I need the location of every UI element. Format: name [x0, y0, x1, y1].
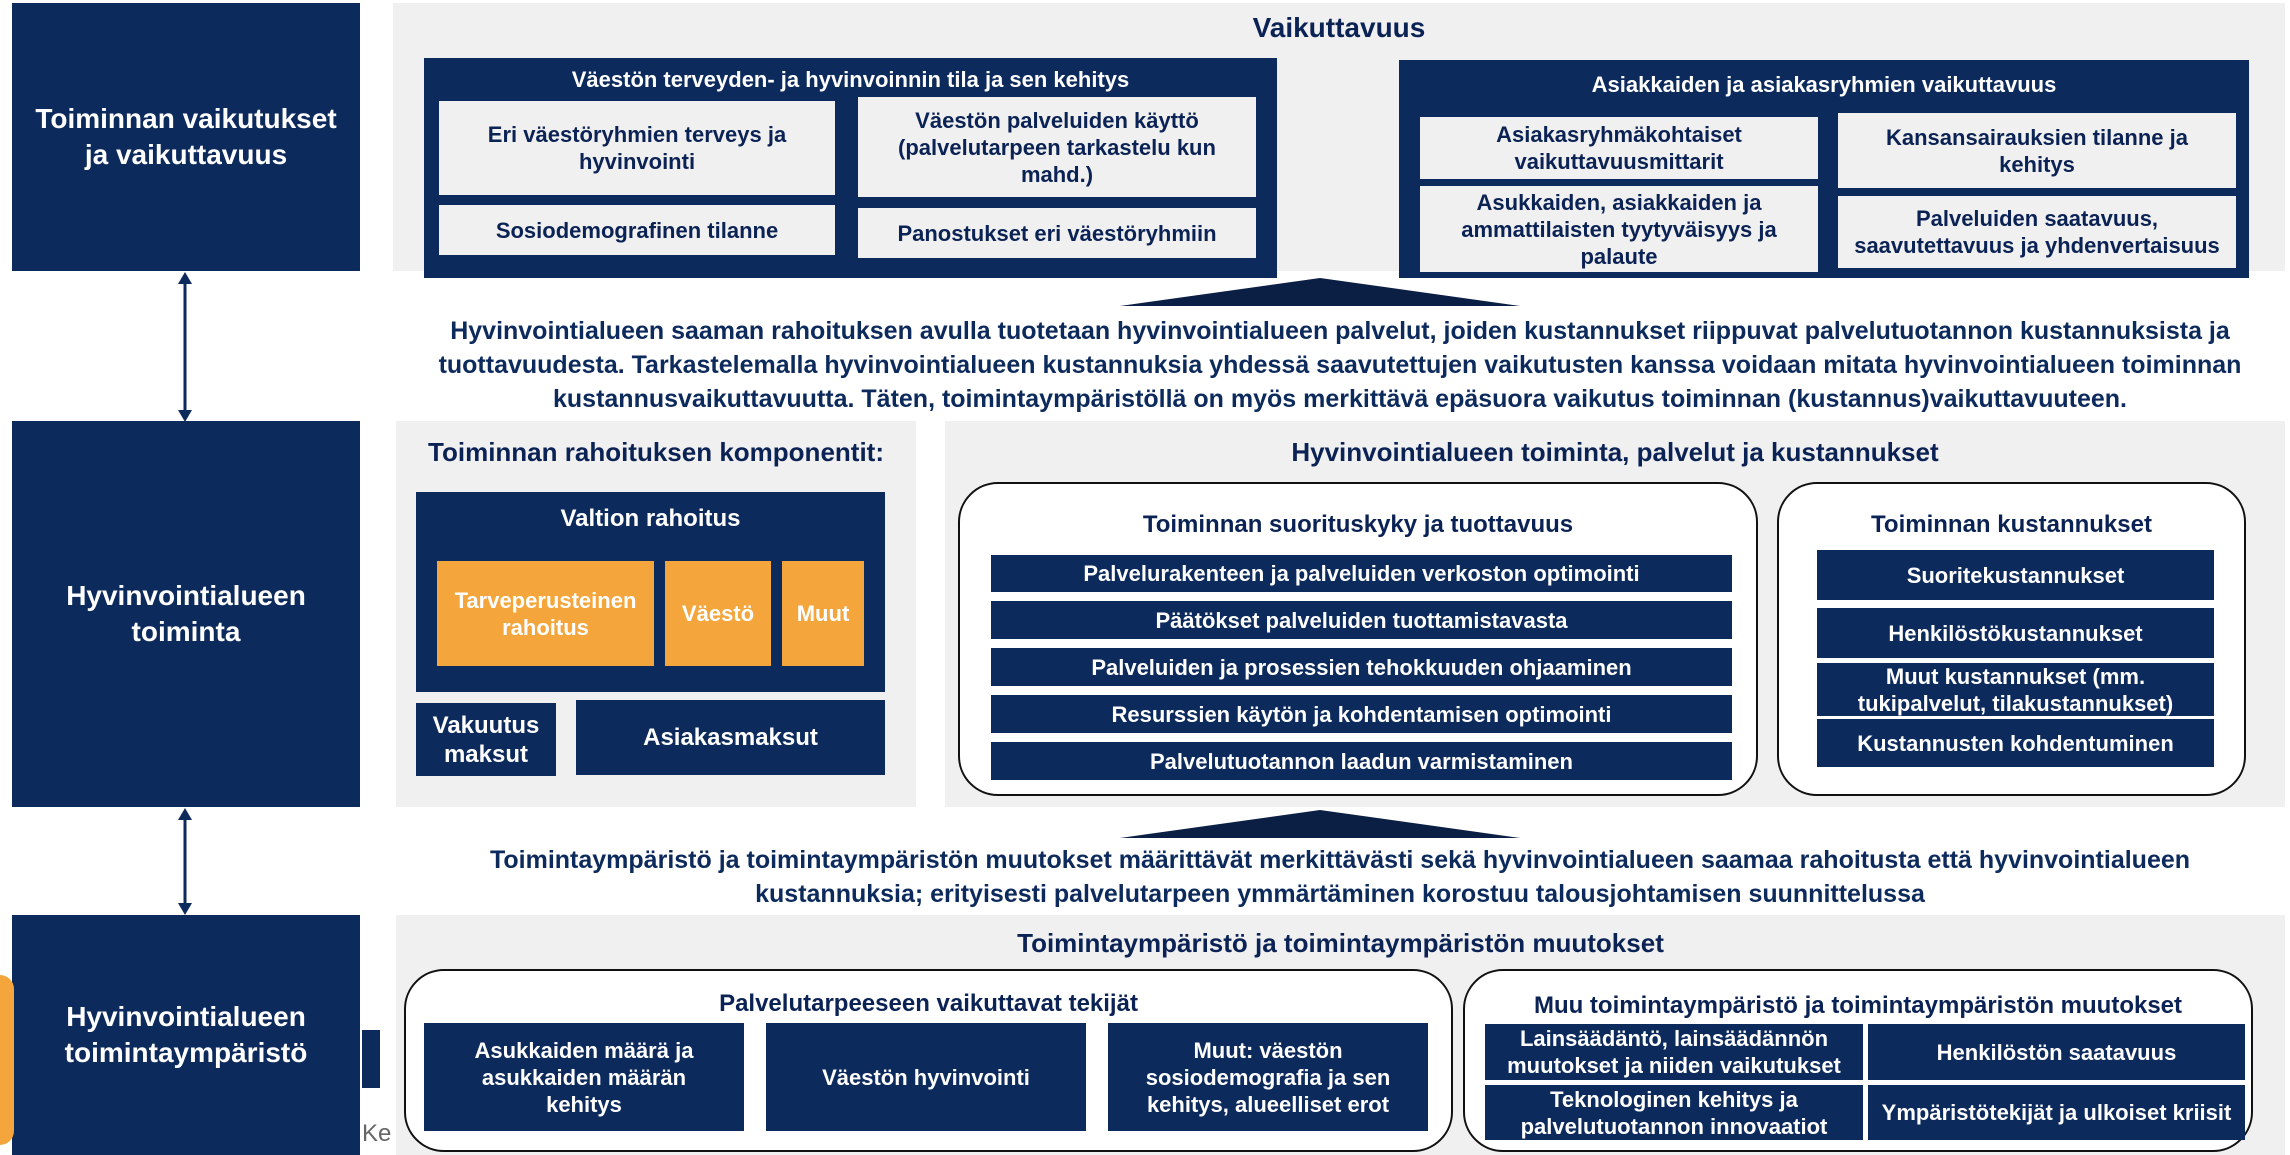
vaikuttavuus-title: Vaikuttavuus	[1252, 12, 1426, 43]
asiakasgroup-title: Asiakkaiden ja asiakasryhmien vaikuttavu…	[1591, 71, 2057, 97]
valtion-rahoitus-title: Valtion rahoitus	[560, 504, 741, 532]
side-label-vaikutukset: Toiminnan vaikutukset ja vaikuttavuus	[12, 3, 360, 271]
vaikuttavuus-item: Asukkaiden, asiakkaiden ja ammattilaiste…	[1420, 186, 1818, 272]
vaikuttavuus-item: Kansansairauksien tilanne ja kehitys	[1838, 113, 2236, 188]
palvelutarve-item: Väestön hyvinvointi	[766, 1023, 1086, 1131]
muu-ymparisto-item: Henkilöstön saatavuus	[1868, 1024, 2245, 1080]
kustannukset-item: Suoritekustannukset	[1817, 550, 2214, 600]
funding-part-vaesto: Väestö	[665, 561, 771, 666]
muu-ymparisto-item: Teknologinen kehitys ja palvelutuotannon…	[1485, 1085, 1863, 1140]
palvelutarve-title: Palvelutarpeeseen vaikuttavat tekijät	[719, 989, 1138, 1017]
pointer-triangle-top	[1120, 278, 1520, 306]
kustannukset-item: Henkilöstökustannukset	[1817, 608, 2214, 658]
side-label-toiminta: Hyvinvointialueen toiminta	[12, 421, 360, 807]
vakuutusmaksut-box: Vakuutus maksut	[416, 703, 556, 776]
muu-ymparisto-item: Ympäristötekijät ja ulkoiset kriisit	[1868, 1085, 2245, 1140]
suorituskyky-item: Palvelutuotannon laadun varmistaminen	[991, 742, 1732, 780]
suorituskyky-item: Päätökset palveluiden tuottamistavasta	[991, 601, 1732, 639]
vaikuttavuus-item: Eri väestöryhmien terveys ja hyvinvointi	[439, 101, 835, 195]
suorituskyky-title: Toiminnan suorituskyky ja tuottavuus	[1142, 510, 1574, 538]
muu-ymparisto-item: Lainsäädäntö, lainsäädännön muutokset ja…	[1485, 1024, 1863, 1080]
suorituskyky-item: Resurssien käytön ja kohdentamisen optim…	[991, 695, 1732, 733]
arrow-top-middle	[178, 272, 192, 422]
decorative-orange-shape	[0, 975, 14, 1145]
arrow-middle-bottom	[178, 808, 192, 915]
kustannukset-title: Toiminnan kustannukset	[1871, 510, 2152, 538]
palvelutarve-item: Muut: väestön sosiodemografia ja sen keh…	[1108, 1023, 1428, 1131]
vaestongroup-title: Väestön terveyden- ja hyvinvoinnin tila …	[571, 66, 1130, 92]
vaikuttavuus-item: Sosiodemografinen tilanne	[439, 205, 835, 255]
pointer-triangle-bottom	[1120, 810, 1520, 838]
vaikuttavuus-item: Väestön palveluiden käyttö (palvelutarpe…	[858, 97, 1256, 197]
vaikuttavuus-item: Panostukset eri väestöryhmiin	[858, 208, 1256, 258]
logo-fragment-text: Ke	[362, 1120, 392, 1147]
suorituskyky-item: Palvelurakenteen ja palveluiden verkosto…	[991, 555, 1732, 592]
vaikuttavuus-item: Asiakasryhmäkohtaiset vaikuttavuusmittar…	[1420, 117, 1818, 179]
side-label-toimintaymparisto: Hyvinvointialueen toimintaympäristö	[12, 915, 360, 1155]
vaikuttavuus-item: Palveluiden saatavuus, saavutettavuus ja…	[1838, 196, 2236, 268]
logo-fragment-mark	[362, 1030, 380, 1088]
toiminta-title: Hyvinvointialueen toiminta, palvelut ja …	[1291, 437, 1939, 467]
kustannukset-item: Kustannusten kohdentuminen	[1817, 719, 2214, 767]
kustannukset-item: Muut kustannukset (mm. tukipalvelut, til…	[1817, 663, 2214, 716]
rahoitus-title: Toiminnan rahoituksen komponentit:	[428, 437, 884, 467]
suorituskyky-item: Palveluiden ja prosessien tehokkuuden oh…	[991, 648, 1732, 686]
funding-part-tarveperusteinen: Tarveperusteinen rahoitus	[437, 561, 654, 666]
palvelutarve-item: Asukkaiden määrä ja asukkaiden määrän ke…	[424, 1023, 744, 1131]
muu-ymparisto-title: Muu toimintaympäristö ja toimintaympäris…	[1533, 991, 2183, 1019]
funding-part-muut: Muut	[782, 561, 864, 666]
ymparisto-title: Toimintaympäristö ja toimintaympäristön …	[1017, 928, 1664, 958]
message-kustannusvaikuttavuus: Hyvinvointialueen saaman rahoituksen avu…	[438, 317, 2242, 413]
asiakasmaksut-box: Asiakasmaksut	[576, 700, 885, 775]
message-toimintaymparisto: Toimintaympäristö ja toimintaympäristön …	[489, 846, 2191, 908]
